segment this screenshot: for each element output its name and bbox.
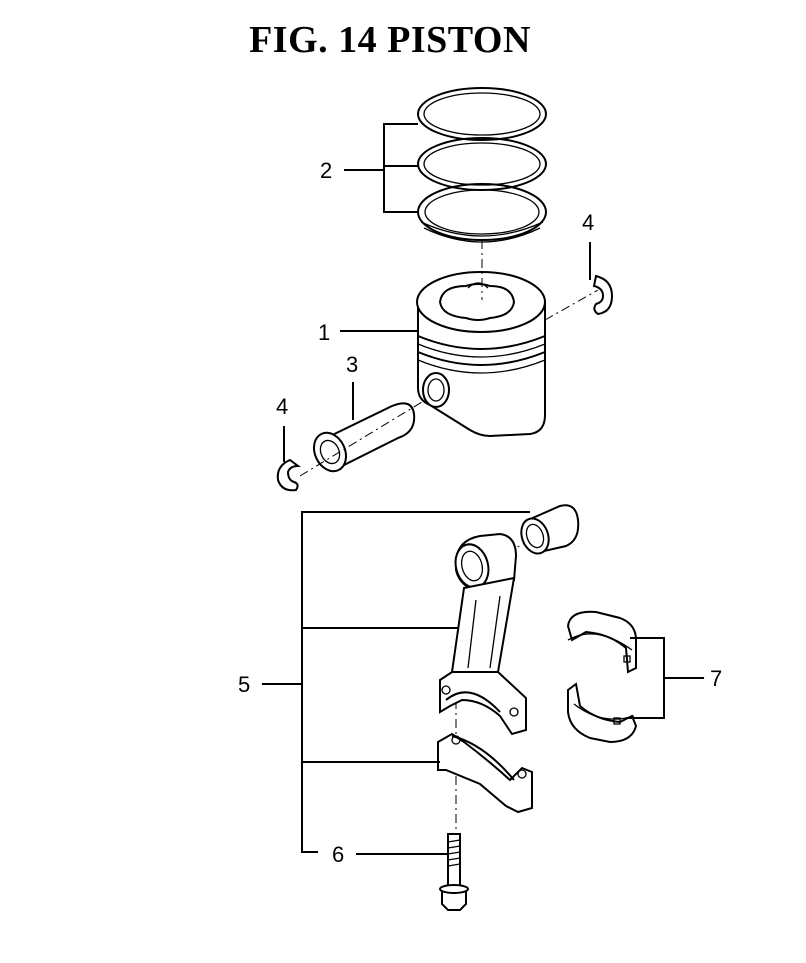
circlip-left bbox=[276, 458, 301, 492]
callout-4-left: 4 bbox=[276, 394, 288, 419]
callout-4-right: 4 bbox=[582, 210, 594, 235]
callout-labels: 2 4 1 3 4 5 6 7 bbox=[238, 158, 722, 867]
con-rod-bolt bbox=[439, 833, 469, 911]
figure-title: FIG. 14 PISTON bbox=[249, 19, 531, 61]
callout-2: 2 bbox=[320, 158, 332, 183]
piston bbox=[416, 271, 546, 438]
callout-3: 3 bbox=[346, 352, 358, 377]
callout-7: 7 bbox=[710, 666, 722, 691]
callout-1: 1 bbox=[318, 320, 330, 345]
con-rod-bearing bbox=[566, 610, 638, 744]
callout-5: 5 bbox=[238, 672, 250, 697]
piston-pin bbox=[312, 402, 416, 473]
connecting-rod bbox=[437, 532, 533, 814]
small-end-bushing bbox=[520, 504, 580, 555]
leader-lines bbox=[262, 123, 704, 855]
piston-rings bbox=[417, 87, 547, 243]
callout-6: 6 bbox=[332, 842, 344, 867]
circlip-right bbox=[592, 274, 614, 316]
